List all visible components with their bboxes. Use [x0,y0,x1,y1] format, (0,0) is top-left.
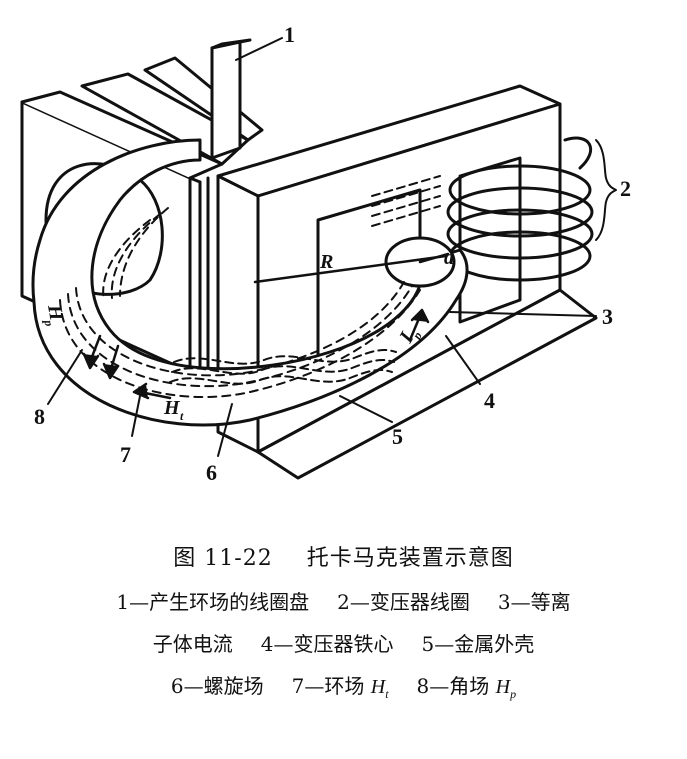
caption-line-1: 1—产生环场的线圈盘 2—变压器线圈 3—等离 [0,586,687,615]
radius-symbol: R [319,251,333,273]
legend-item-7: 7—环场 Ht [291,674,389,701]
caption-title-line: 图 11-22 托卡马克装置示意图 [0,540,687,572]
figure-title: 托卡马克装置示意图 [306,546,514,571]
callout-7: 7 [120,442,131,467]
leader-lines [47,37,617,457]
field-arrows [82,252,450,400]
tokamak-diagram: R a H p H t I p 1 2 3 4 5 6 7 8 [20,22,631,485]
svg-text:H: H [163,397,181,419]
toroidal-field-symbol: H t [163,397,184,423]
caption-line-2: 子体电流 4—变压器铁心 5—金属外壳 [0,628,687,657]
legend-item-5: 5—金属外壳 [421,632,535,656]
callout-2: 2 [620,176,631,201]
callout-1: 1 [284,22,295,47]
legend-item-3-end: 子体电流 [152,632,233,656]
callout-3: 3 [602,304,613,329]
legend-item-4: 4—变压器铁心 [260,632,394,656]
svg-text:p: p [41,318,56,327]
svg-text:t: t [180,409,184,423]
legend-item-3-start: 3—等离 [497,590,571,614]
caption-line-3: 6—螺旋场 7—环场 Ht 8—角场 Hp [0,670,687,702]
legend-item-8: 8—角场 Hp [416,674,517,701]
poloidal-field-symbol: H p [41,302,68,327]
figure-caption: 图 11-22 托卡马克装置示意图 1—产生环场的线圈盘 2—变压器线圈 3—等离 子… [0,540,687,715]
legend-item-6: 6—螺旋场 [170,674,264,698]
svg-text:H: H [43,302,68,324]
figure-number: 图 11-22 [173,546,273,571]
callout-4: 4 [484,388,495,413]
legend-item-1: 1—产生环场的线圈盘 [116,590,310,614]
callout-5: 5 [392,424,403,449]
callout-6: 6 [206,460,217,485]
legend-item-2: 2—变压器线圈 [337,590,470,614]
minor-radius-symbol: a [444,247,454,269]
callout-8: 8 [34,404,45,429]
